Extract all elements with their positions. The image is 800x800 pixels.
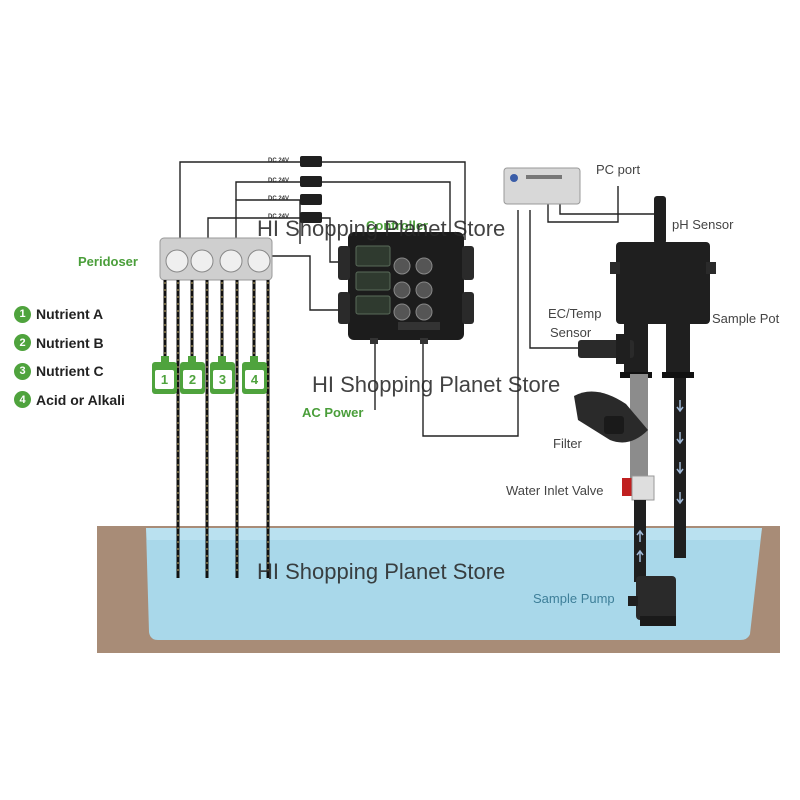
watermark-top: HI Shopping Planet Store [257,216,506,241]
sample-pump-label: Sample Pump [533,591,615,606]
legend-item: 1 Nutrient A [14,300,125,329]
bottle-3: 3 [210,356,235,394]
bottle-3-number: 3 [219,372,226,387]
legend-label: Acid or Alkali [36,391,125,408]
pc-port-label: PC port [596,162,641,177]
adapter-4-label: DC 24V [268,214,290,220]
controller-label: Controller [366,218,429,233]
adapter-2-label: DC 24V [268,178,290,184]
ph-sensor-label: pH Sensor [672,217,734,232]
adapter-3-label: DC 24V [268,196,290,202]
legend-item: 2 Nutrient B [14,329,125,358]
bottle-1: 1 [152,356,177,394]
legend-item: 3 Nutrient C [14,357,125,386]
nutrient-legend: 1 Nutrient A 2 Nutrient B 3 Nutrient C 4 Aci… [14,300,125,414]
sample-pot-label: Sample Pot [712,311,780,326]
bottle-1-number: 1 [161,372,168,387]
peridoser-label: Peridoser [78,254,138,269]
legend-label: Nutrient A [36,306,104,323]
wiring [179,161,661,437]
bottle-2: 2 [180,356,205,394]
legend-number: 2 [14,334,31,352]
legend-number: 3 [14,362,31,380]
inlet-plumbing [574,374,676,626]
bottle-4-number: 4 [251,372,259,387]
legend-item: 4 Acid or Alkali [14,386,125,415]
ac-power-label: AC Power [302,405,364,420]
adapter-1-label: DC 24V [268,158,290,164]
ec-temp-label-line2: Sensor [550,325,592,340]
legend-label: Nutrient C [36,363,104,380]
watermark-middle: HI Shopping Planet Store [312,372,561,397]
ec-temp-label-line1: EC/Temp [548,306,602,321]
ec-temp-sensor [578,334,634,364]
bottle-2-number: 2 [189,372,196,387]
legend-number: 1 [14,305,31,323]
power-adapters [300,156,322,223]
sample-pot [610,196,716,558]
water-inlet-valve-label: Water Inlet Valve [506,483,604,498]
bottle-4: 4 [242,356,267,394]
peridoser-unit [159,237,273,281]
controller-unit [338,232,474,344]
pc-interface-box [503,167,581,205]
legend-label: Nutrient B [36,334,104,351]
filter-label: Filter [553,436,582,451]
nutrient-bottles: 1 2 3 4 [152,356,267,394]
watermark-bottom: HI Shopping Planet Store [257,559,506,584]
legend-number: 4 [14,391,31,409]
